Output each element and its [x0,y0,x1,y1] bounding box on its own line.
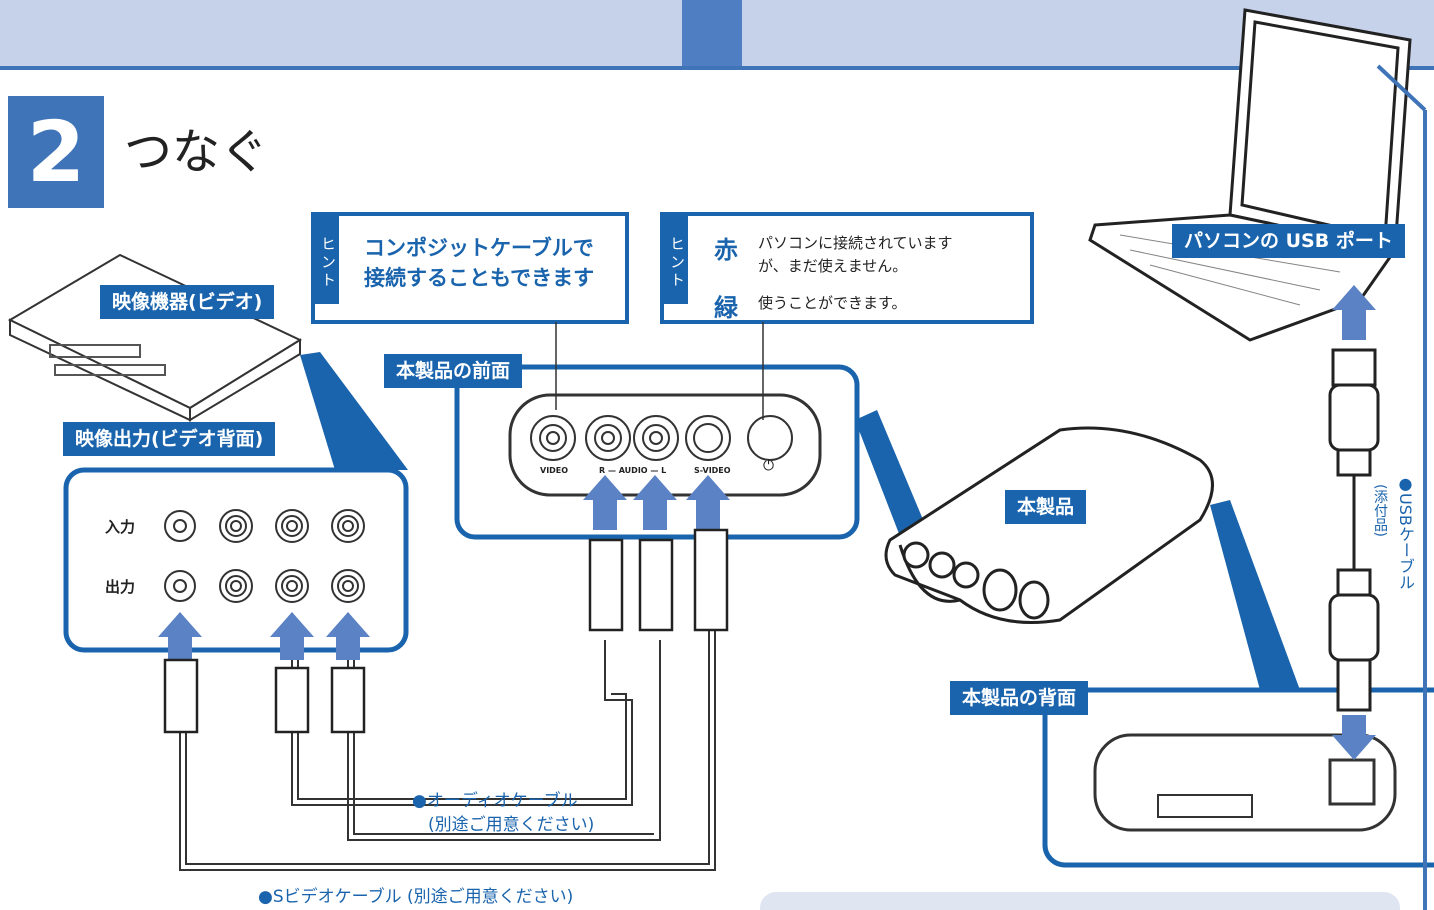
label-back: 本製品の背面 [950,681,1089,715]
svideo-cable-caption: ●Sビデオケーブル (別途ご用意ください) [258,887,574,907]
port-audio: R — AUDIO — L [599,466,667,475]
blue-arrows [158,285,1376,760]
usb-b-port [1328,758,1376,806]
hint1-box [311,212,629,324]
hint1-line1: コンポジットケーブルで [364,236,594,260]
hint2-red-text-2: が、まだ使えません。 [758,257,908,275]
label-front: 本製品の前面 [384,354,523,388]
cable-plugs [163,528,729,734]
usb-cable-caption-1: ●USBケーブル [1396,474,1415,590]
back-label [1157,794,1253,818]
vcr-jacks [164,509,365,603]
vcr-illustration [7,253,303,422]
label-pc-usb: パソコンの USB ポート [1172,224,1405,258]
usb-cable-caption-2: (添付品) [1372,484,1388,537]
audio-cable-caption-2: (別途ご用意ください) [428,815,595,835]
step-number-badge [8,96,104,208]
vcr-callout-wedge [300,352,408,470]
hint1-line2: 接続することもできます [364,266,595,290]
hint2-box [660,212,1034,324]
label-product: 本製品 [1005,490,1087,524]
hint2-red-char: 赤 [714,236,738,264]
power-icon: ⏻ [763,458,775,474]
label-input: 入力 [105,518,136,536]
port-video: VIDEO [540,466,569,475]
step-title: つなぐ [124,124,269,180]
front-jacks [530,415,793,461]
port-svideo: S-VIDEO [694,466,731,475]
hint2-green-text: 使うことができます。 [758,294,907,312]
usb-cable [1328,348,1380,712]
back-callout-wedge [1210,500,1300,690]
step-number: 2 [26,103,86,201]
product-illustration [884,426,1214,624]
hint2-green-char: 緑 [714,294,738,322]
hint2-tag: ヒント [662,214,688,304]
audio-cable-caption-1: ●オーディオケーブル [412,791,578,811]
label-output: 出力 [105,578,136,596]
video-output-panel [63,467,409,653]
label-video-output: 映像出力(ビデオ背面) [63,422,276,456]
bottom-note-box [760,892,1400,910]
hint2-red-text-1: パソコンに接続されています [758,234,953,252]
label-video-device: 映像機器(ビデオ) [100,285,275,319]
laptop-illustration [1088,8,1412,342]
header-tab [682,0,742,66]
hint1-tag: ヒント [313,214,339,304]
